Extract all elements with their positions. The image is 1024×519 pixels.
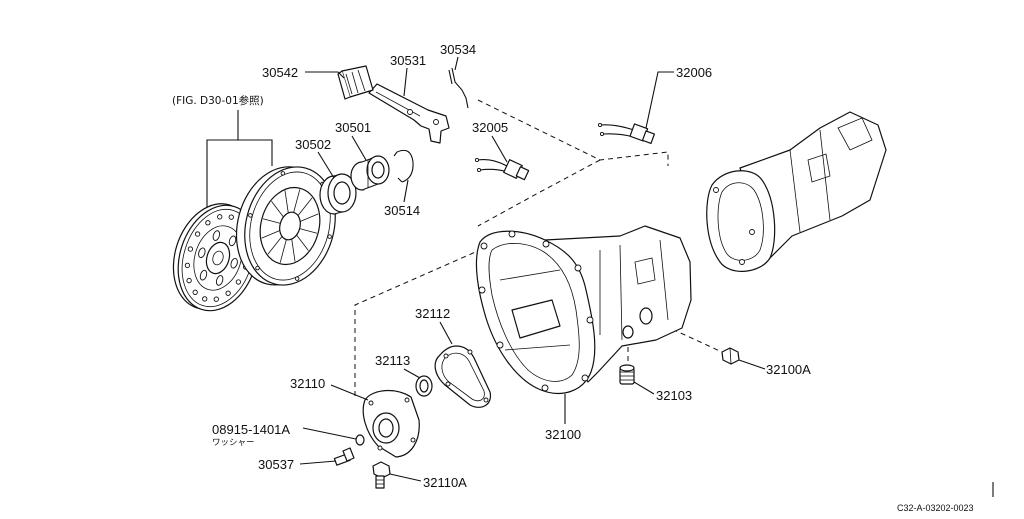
callout-08915-1401A: 08915-1401A	[212, 422, 290, 437]
callout-32112: 32112	[415, 306, 450, 321]
bolt-30537	[333, 447, 355, 466]
callout-32006: 32006	[676, 65, 712, 80]
drawing-code: C32-A-03202-0023	[897, 503, 974, 513]
figure-reference-bracket	[206, 110, 273, 210]
case-inspection-opening	[511, 299, 561, 339]
retainer-clip-30514	[393, 149, 414, 183]
switch-32005	[474, 157, 530, 181]
release-bearing-30501	[350, 155, 390, 191]
callout-30537: 30537	[258, 457, 294, 472]
callout-30542: 30542	[262, 65, 298, 80]
drain-plug-32103	[619, 364, 635, 385]
clutch-disc	[172, 203, 259, 312]
callout-32103: 32103	[656, 388, 692, 403]
spring-30534	[448, 67, 469, 109]
leader-lines	[299, 56, 766, 482]
callout-32110A: 32110A	[423, 475, 467, 490]
case-flange-holes	[478, 230, 594, 392]
disc-damper-springs	[198, 230, 238, 286]
disc-hub	[205, 241, 231, 275]
bolt-32110A	[372, 461, 391, 489]
dust-boot-30542	[337, 65, 374, 100]
switch-32006	[597, 122, 656, 145]
withdrawal-lever-30531	[368, 83, 450, 144]
washer-08915-1401A	[355, 434, 365, 446]
callout-32110: 32110	[290, 376, 325, 391]
callout-30531: 30531	[390, 53, 426, 68]
oil-seal-32113	[415, 375, 433, 397]
transmission-case-32100	[475, 225, 692, 394]
callout-32005: 32005	[472, 120, 508, 135]
callout-30502: 30502	[295, 137, 331, 152]
callout-32100: 32100	[545, 427, 581, 442]
callout-32100A: 32100A	[766, 362, 811, 377]
callout-30534: 30534	[440, 42, 476, 57]
filler-plug-32100A	[721, 347, 740, 365]
callout-30514: 30514	[384, 203, 420, 218]
bearing-30502	[319, 173, 357, 215]
figure-reference-label: (FIG. D30-01参照)	[172, 94, 264, 107]
callout-30501: 30501	[335, 120, 371, 135]
callout-32113: 32113	[375, 353, 410, 368]
diaphragm-fingers	[261, 189, 319, 263]
gasket-32112	[434, 345, 492, 408]
washer-note: ワッシャー	[212, 438, 255, 448]
clutch-cover	[235, 166, 336, 286]
front-cover-32110	[362, 390, 420, 458]
transmission-assembly	[706, 111, 887, 272]
